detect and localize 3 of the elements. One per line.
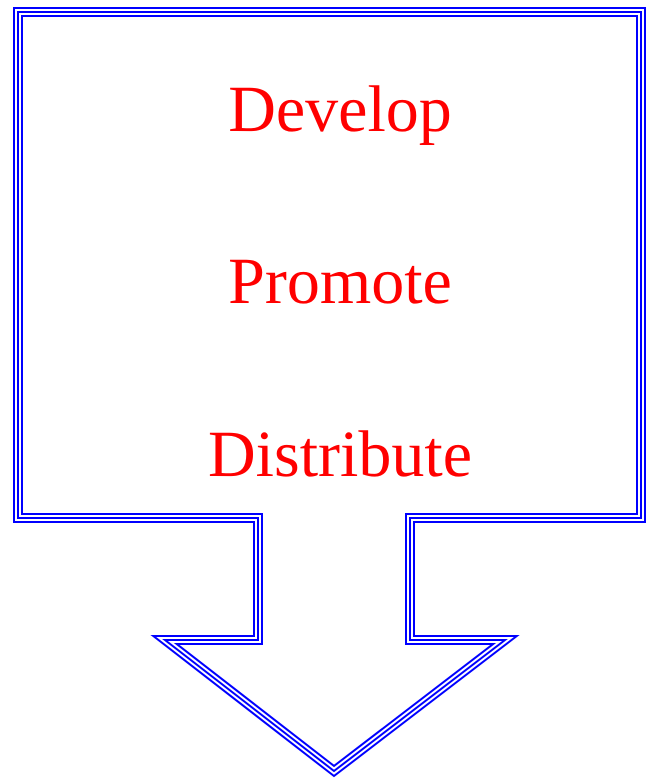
node-text: Develop [227,72,453,148]
node-text: Distribute [207,417,473,493]
node-text: Promote [227,244,453,320]
